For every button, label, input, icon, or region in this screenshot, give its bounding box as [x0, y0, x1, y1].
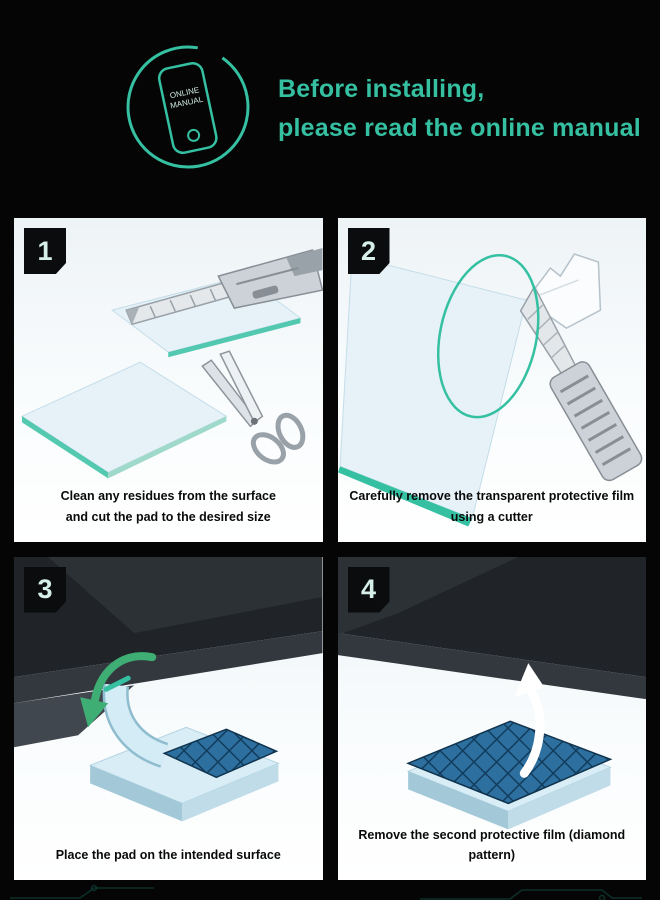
step3-caption: Place the pad on the intended surface	[20, 845, 317, 866]
step2-caption-line1: Carefully remove the transparent protect…	[349, 489, 635, 504]
header-title-line2: please read the online manual	[278, 114, 641, 142]
peeling-film-flap	[102, 675, 169, 768]
step1-caption-line1: Clean any residues from the surface	[60, 489, 276, 504]
device-surface-background	[337, 556, 646, 699]
step-panel-4: 4	[337, 556, 646, 880]
step-number-badge-4: 4	[347, 566, 390, 613]
utility-knife-icon	[519, 285, 642, 482]
step1-illustration	[20, 248, 323, 479]
step2-caption-line2: using a cutter	[450, 509, 533, 524]
steps-grid: 1	[0, 218, 660, 900]
step4-caption: Remove the second protective film (diamo…	[344, 825, 641, 866]
step-panel-1: 1	[14, 218, 323, 542]
diamond-film-surface	[405, 719, 612, 804]
step2-illustration	[337, 253, 642, 527]
pad-sheet	[337, 255, 527, 527]
diamond-film-surface	[162, 727, 279, 778]
step3-illustration	[14, 556, 323, 821]
pad-piece-bottom	[20, 361, 228, 479]
phone-outline: ONLINE MANUAL	[157, 61, 218, 155]
step1-caption-line2: and cut the pad to the desired size	[65, 509, 271, 524]
step-number-2: 2	[360, 235, 377, 266]
online-manual-phone-icon: ONLINE MANUAL	[126, 45, 250, 169]
step2-caption: Carefully remove the transparent protect…	[344, 486, 641, 527]
white-arrow	[513, 662, 544, 778]
step1-caption: Clean any residues from the surface and …	[20, 486, 317, 527]
green-arrow	[80, 651, 157, 727]
step3-caption-line1: Place the pad on the intended surface	[55, 848, 281, 863]
header-title: Before installing, please read the onlin…	[278, 70, 641, 148]
scissors-icon	[201, 350, 306, 465]
utility-knife-icon	[125, 248, 323, 326]
step-number-badge-2: 2	[347, 228, 390, 274]
step-panel-3: 3	[14, 556, 323, 880]
icon-circle	[126, 45, 250, 169]
step-number-badge-3: 3	[24, 566, 66, 613]
step4-caption-line1: Remove the second protective film (diamo…	[358, 827, 626, 863]
device-surface-background	[14, 556, 323, 747]
circuit-pattern-decoration	[10, 884, 642, 900]
highlight-ellipse	[436, 253, 540, 419]
step-panel-2: 2	[337, 218, 646, 542]
step-number-1: 1	[37, 235, 53, 266]
header: ONLINE MANUAL Before installing, please …	[0, 0, 660, 218]
step4-illustration	[337, 556, 646, 829]
step-number-3: 3	[37, 574, 53, 604]
step-number-badge-1: 1	[24, 228, 66, 274]
step-number-4: 4	[360, 574, 377, 604]
header-title-line1: Before installing,	[278, 75, 485, 104]
